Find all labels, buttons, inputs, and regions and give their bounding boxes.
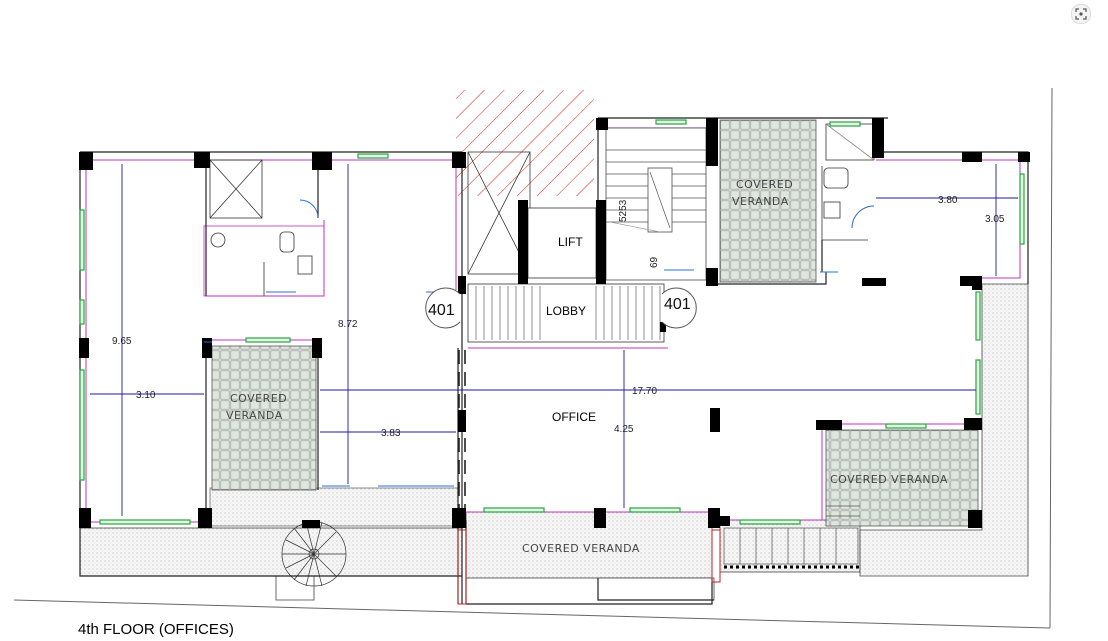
floor-caption: 4th FLOOR (OFFICES): [78, 621, 234, 638]
windows: [79, 119, 1025, 525]
unit-tag-circles: [425, 287, 697, 329]
red-edge-lines: [457, 529, 721, 605]
unit-tag-left: 401: [428, 302, 455, 319]
veranda-left-label-line2: VERANDA: [226, 409, 283, 422]
zoom-focus-icon: [1075, 8, 1087, 20]
doors: [204, 199, 875, 487]
void-hatch: [456, 90, 594, 196]
dimension-5253: 5253: [618, 199, 629, 222]
dimension-3-10: 3.10: [136, 390, 156, 401]
dimension-3-83: 3.83: [381, 428, 401, 439]
rear-stair: [723, 505, 860, 569]
veranda-top-label-line1: COVERED: [736, 178, 793, 191]
columns: [79, 118, 1030, 528]
dimension-8-72: 8.72: [338, 319, 358, 330]
sheet-frame: [13, 87, 1053, 629]
lobby-label: LOBBY: [546, 304, 586, 318]
dimension-69: 69: [649, 256, 660, 268]
dimension-lines: [90, 164, 1018, 516]
dimension-3-80: 3.80: [938, 195, 958, 206]
veranda-top-label-line2: VERANDA: [732, 195, 789, 208]
main-stair: [605, 127, 707, 281]
veranda-bottom-label: COVERED VERANDA: [522, 542, 640, 555]
office-label: OFFICE: [552, 410, 596, 424]
veranda-left-label-line1: COVERED: [230, 392, 287, 405]
unit-tag-right: 401: [664, 296, 691, 313]
dimension-9-65: 9.65: [112, 336, 132, 347]
dashed-lines: [458, 350, 466, 520]
veranda-right-label: COVERED VERANDA: [830, 473, 948, 486]
dimension-4-25: 4.25: [614, 424, 634, 435]
zoom-focus-button[interactable]: [1071, 4, 1091, 24]
lift-shafts: [209, 151, 597, 279]
lobby-floor: [467, 283, 665, 343]
dimension-17-70: 17.70: [632, 386, 657, 397]
dimension-3-05: 3.05: [985, 214, 1005, 225]
bathroom-fixtures: [203, 123, 875, 297]
veranda-tiles: [211, 119, 979, 527]
lift-label: LIFT: [558, 235, 583, 249]
